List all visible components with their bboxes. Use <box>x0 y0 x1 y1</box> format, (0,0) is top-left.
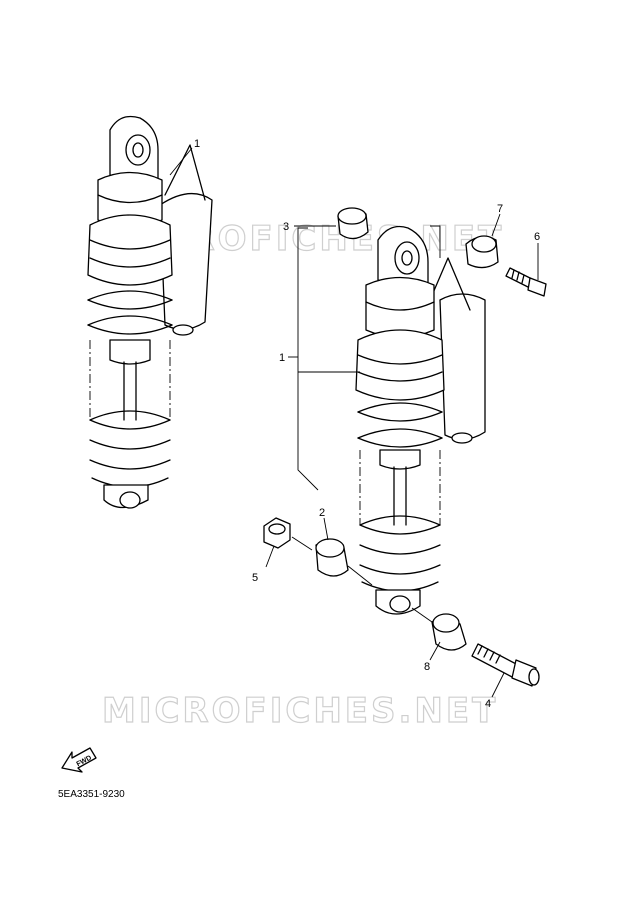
callout-7: 7 <box>497 203 503 215</box>
callout-4: 4 <box>485 698 491 710</box>
leader-line-8 <box>429 641 441 661</box>
part-7-bushing <box>465 235 499 269</box>
part-6-bolt <box>505 267 547 297</box>
leader-line-1-left <box>169 147 193 176</box>
callout-8: 8 <box>424 661 430 673</box>
leader-line-4 <box>491 672 505 698</box>
part-3-bushing <box>337 207 369 240</box>
shock-absorber-right <box>355 225 486 615</box>
part-8-collar <box>431 613 467 651</box>
watermark-bottom: MICROFICHES.NET <box>102 691 498 731</box>
callout-1-right: 1 <box>279 352 285 364</box>
callout-5: 5 <box>252 572 258 584</box>
part-2-collar <box>315 538 349 577</box>
callout-3: 3 <box>283 221 289 233</box>
leader-line-5 <box>265 545 275 568</box>
fwd-direction-arrow: FWD <box>61 747 97 773</box>
diagram-part-number: 5EA3351-9230 <box>58 789 125 800</box>
bracket-leader-1-right <box>297 227 319 491</box>
callout-1-left: 1 <box>194 138 200 150</box>
part-4-bolt <box>471 643 540 687</box>
part-5-nut <box>263 517 291 549</box>
shock-absorber-left <box>87 115 213 509</box>
leader-line-7 <box>491 213 501 237</box>
callout-6: 6 <box>534 231 540 243</box>
leader-line-2 <box>323 517 329 541</box>
callout-2: 2 <box>319 507 325 519</box>
